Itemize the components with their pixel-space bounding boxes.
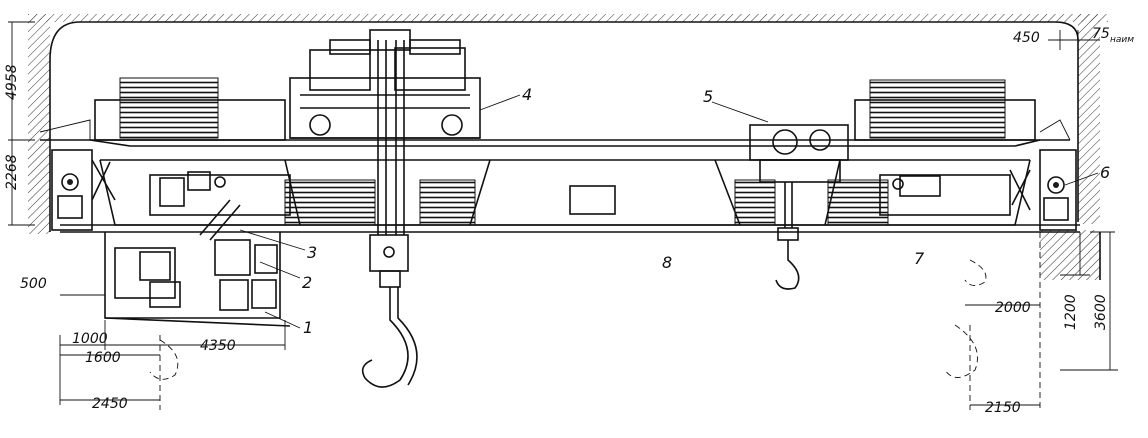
dim-1200: 1200 — [1063, 294, 1079, 330]
dim-75: 75 — [1092, 26, 1110, 42]
hook-limit-positions — [149, 259, 987, 410]
building-walls — [28, 14, 1108, 410]
bridge-girder — [39, 119, 1080, 233]
aux-hook — [775, 227, 800, 290]
callout-4: 4 — [522, 85, 532, 104]
callout-leaders — [239, 94, 1099, 329]
dim-4350: 4350 — [200, 338, 236, 354]
dim-75-sub: наим — [1110, 35, 1134, 45]
callout-1: 1 — [303, 318, 313, 337]
dimension-lines — [8, 21, 1118, 406]
dim-500: 500 — [20, 276, 47, 292]
right-drive-unit — [854, 79, 1036, 216]
callout-7: 7 — [914, 249, 925, 268]
dim-2000: 2000 — [995, 300, 1031, 316]
dim-2450: 2450 — [92, 396, 128, 412]
callout-6: 6 — [1100, 163, 1110, 182]
callout-8: 8 — [662, 253, 672, 272]
end-truck-left — [51, 149, 116, 231]
dim-3600: 3600 — [1093, 294, 1109, 330]
main-hook-assembly — [361, 29, 418, 388]
callout-5: 5 — [703, 87, 713, 106]
callout-3: 3 — [307, 243, 317, 262]
dim-4958: 4958 — [4, 64, 20, 100]
aux-trolley — [749, 124, 849, 228]
dim-1600: 1600 — [85, 350, 121, 366]
end-truck-right — [1009, 149, 1077, 231]
dim-2268: 2268 — [4, 154, 20, 190]
dim-450: 450 — [1013, 30, 1040, 46]
callout-2: 2 — [302, 273, 312, 292]
dim-1000: 1000 — [72, 331, 108, 347]
main-trolley — [289, 39, 481, 139]
operator-cab — [104, 199, 291, 327]
left-drive-unit — [94, 77, 291, 216]
dim-2150: 2150 — [985, 400, 1021, 416]
